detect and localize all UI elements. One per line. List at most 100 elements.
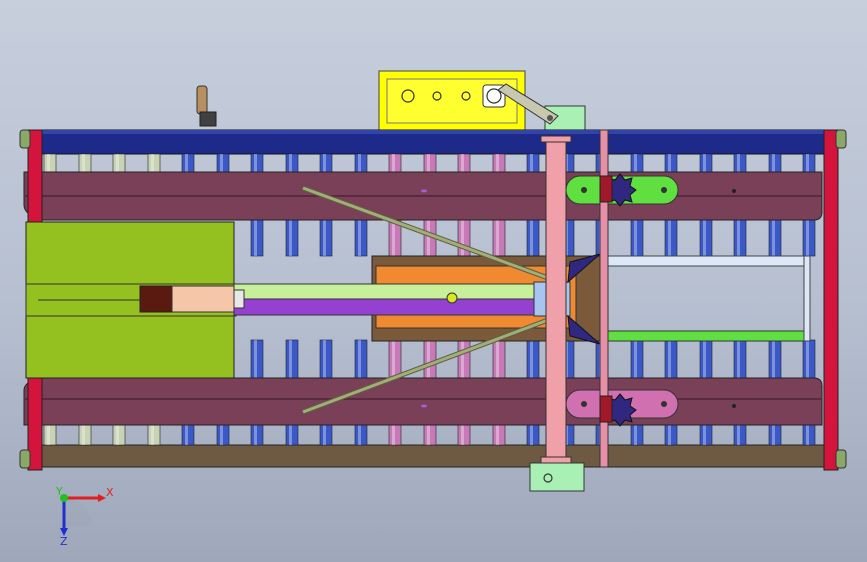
lever-arm[interactable] <box>497 83 559 125</box>
roller-highlight <box>289 154 292 172</box>
rail-hole-3 <box>732 189 736 193</box>
handle-base <box>199 111 217 127</box>
roller-highlight <box>82 154 85 172</box>
roller-highlight <box>151 154 154 172</box>
roller-highlight <box>254 425 257 445</box>
roller-highlight <box>737 154 740 172</box>
roller-highlight <box>358 154 361 172</box>
roller-highlight <box>220 154 223 172</box>
upper-rod <box>302 186 549 280</box>
roller-highlight <box>392 220 395 256</box>
roller-highlight <box>323 425 326 445</box>
roller-highlight <box>772 425 775 445</box>
roller-highlight <box>530 425 533 445</box>
roller-highlight <box>703 154 706 172</box>
roller-highlight <box>82 425 85 445</box>
roller-highlight <box>496 154 499 172</box>
top-frame-rail-highlight <box>40 130 828 134</box>
lower-wedge <box>567 314 601 345</box>
rail-hole-1 <box>421 189 427 193</box>
pusher-assembly[interactable] <box>139 283 535 316</box>
corner-feet <box>19 129 847 469</box>
right-guide-frame <box>605 255 811 342</box>
roller-highlight <box>461 154 464 172</box>
y-axis-label: Y <box>55 485 63 498</box>
roller-highlight <box>47 154 50 172</box>
roller-highlight <box>427 340 430 378</box>
roller-highlight <box>461 340 464 378</box>
upper-side-rail-groove <box>24 195 822 197</box>
roller-highlight <box>703 340 706 378</box>
lower-rod <box>302 318 549 414</box>
roller-highlight <box>254 340 257 378</box>
roller-highlight <box>634 340 637 378</box>
lower-arm-hole-1 <box>581 401 587 407</box>
upper-wedge <box>567 253 601 284</box>
y-axis-dot <box>60 494 68 502</box>
control-button-1[interactable] <box>401 89 415 103</box>
roller-highlight <box>392 154 395 172</box>
main-pink-column <box>545 135 567 464</box>
roller-highlight <box>392 340 395 378</box>
roller-highlight <box>496 425 499 445</box>
upper-arm-hole-2 <box>661 187 667 193</box>
roller-highlight <box>254 154 257 172</box>
roller-highlight <box>806 425 809 445</box>
control-button-3[interactable] <box>461 91 471 101</box>
roller-highlight <box>806 220 809 256</box>
roller-highlight <box>737 425 740 445</box>
foot-bottom-left <box>19 449 31 469</box>
roller-highlight <box>358 425 361 445</box>
pusher-purple-bar <box>233 298 535 316</box>
x-axis-label: X <box>106 486 114 499</box>
rail-hole-4 <box>732 404 736 408</box>
roller-highlight <box>323 154 326 172</box>
lever-arm-body <box>497 83 559 125</box>
roller-highlight <box>530 220 533 256</box>
bottom-frame-rail <box>39 444 829 468</box>
z-axis-label: Z <box>60 535 68 548</box>
roller-highlight <box>461 220 464 256</box>
roller-highlight <box>634 154 637 172</box>
thin-pink-column <box>599 129 609 468</box>
roller-highlight <box>461 425 464 445</box>
upper-side-rail <box>23 171 823 221</box>
handle-grip <box>196 85 208 115</box>
foot-top-right <box>835 129 847 149</box>
lower-star-knob[interactable] <box>599 393 637 427</box>
rail-hole-2 <box>421 404 427 408</box>
roller-highlight <box>323 340 326 378</box>
roller-highlight <box>737 220 740 256</box>
triad-shadow <box>64 498 92 526</box>
z-axis-arrow <box>60 528 68 536</box>
upper-knob-clamp <box>599 175 613 203</box>
coordinate-triad: X Y Z <box>55 485 114 548</box>
upper-star-knob[interactable] <box>599 173 637 207</box>
roller-highlight <box>427 154 430 172</box>
roller-highlight <box>668 425 671 445</box>
roller-highlight <box>668 220 671 256</box>
control-button-2[interactable] <box>432 91 442 101</box>
right-end-post <box>823 129 839 471</box>
control-box[interactable] <box>378 70 526 132</box>
roller-highlight <box>185 154 188 172</box>
roller-highlight <box>220 425 223 445</box>
roller-highlight <box>289 425 292 445</box>
roller-highlight <box>289 220 292 256</box>
guide-frame-top <box>605 255 811 267</box>
roller-highlight <box>496 340 499 378</box>
roller-highlight <box>772 154 775 172</box>
pusher-lime-bar <box>233 283 535 300</box>
manual-handle[interactable] <box>196 85 217 127</box>
roller-highlight <box>530 340 533 378</box>
selector-switch-dial <box>486 88 502 104</box>
pusher-head-peach <box>171 285 235 313</box>
roller-group <box>43 153 816 446</box>
rail-holes <box>421 189 736 408</box>
upper-arm-hole-1 <box>581 187 587 193</box>
roller-highlight <box>47 425 50 445</box>
lower-side-rail-body <box>23 377 823 426</box>
roller-highlight <box>185 425 188 445</box>
